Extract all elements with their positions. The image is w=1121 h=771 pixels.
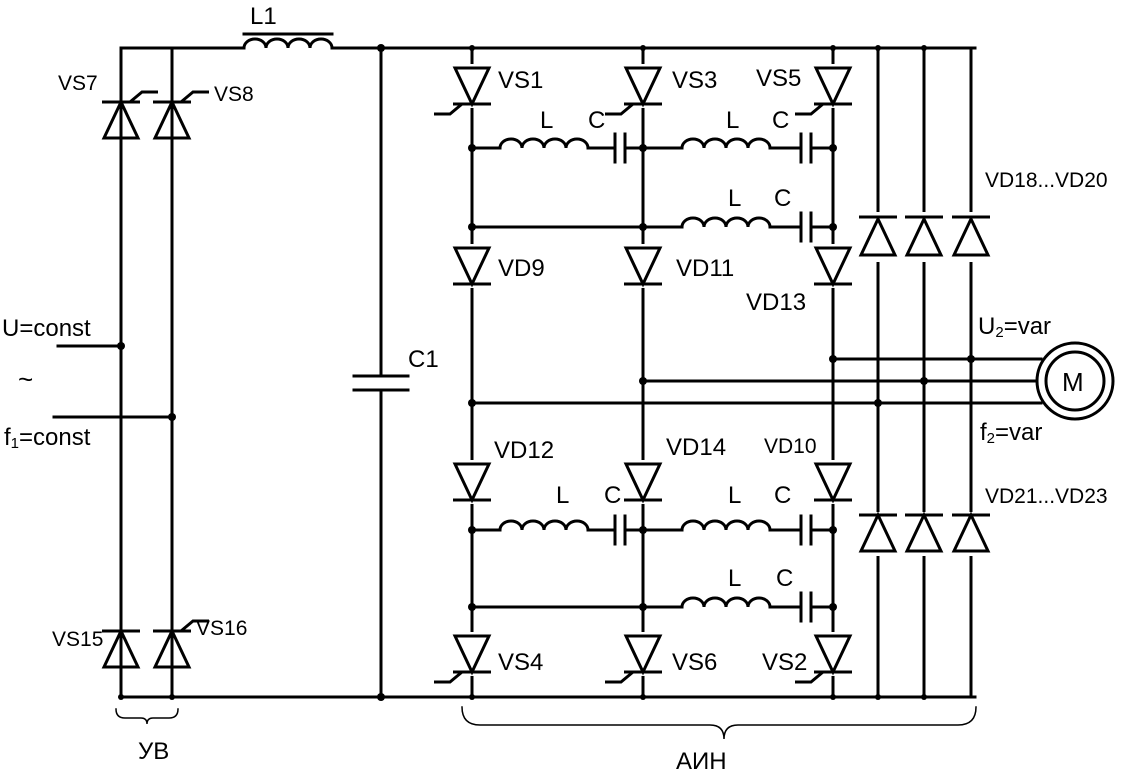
diode-VD10	[813, 462, 853, 504]
thyristor-VS3	[605, 66, 663, 116]
label-VS15: VS15	[52, 628, 103, 651]
diode-VD18	[858, 215, 898, 257]
label-VD21-VD23: VD21...VD23	[985, 485, 1108, 508]
label-C-upper-2: C	[772, 107, 789, 134]
thyristor-VS6	[605, 634, 663, 684]
brace-ain	[461, 706, 977, 740]
thyristor-VS7	[101, 90, 158, 140]
label-motor: M	[1062, 367, 1084, 397]
thyristor-VS16	[152, 619, 209, 669]
inverter-ain: VS1 VS3 VS5 VD9 VD11 VD13 VD12 VD14 VD10…	[434, 45, 977, 771]
label-L-lower-2: L	[728, 482, 741, 509]
label-C-lower-3: C	[776, 565, 793, 592]
label-ac-symbol: ~	[18, 364, 33, 394]
label-L-upper-3: L	[728, 185, 741, 212]
label-VS7: VS7	[58, 72, 98, 95]
label-VD10: VD10	[764, 435, 817, 458]
diode-VD22	[904, 511, 944, 553]
diode-VD11	[623, 246, 663, 288]
capacitor-C1: C1	[352, 44, 439, 701]
label-u-const: U=const	[2, 315, 91, 342]
output-phases	[468, 355, 1043, 407]
diode-VD21	[858, 511, 898, 553]
diode-VD12	[452, 462, 492, 504]
label-VD9: VD9	[498, 255, 545, 282]
diode-VD23	[951, 511, 991, 553]
thyristor-VS1	[434, 66, 492, 116]
label-VS2: VS2	[762, 649, 807, 676]
label-C-lower-1: C	[604, 482, 621, 509]
label-VS4: VS4	[498, 649, 543, 676]
label-f2-var: f2=var	[980, 419, 1042, 447]
diode-VD20	[951, 215, 991, 257]
label-VS3: VS3	[672, 67, 717, 94]
label-VS16: VS16	[196, 617, 247, 640]
label-UB: УВ	[138, 738, 169, 765]
label-L1: L1	[250, 3, 277, 30]
label-u2-var: U2=var	[978, 313, 1051, 341]
thyristor-VS15	[101, 627, 141, 669]
label-VS1: VS1	[498, 67, 543, 94]
thyristor-VS2	[795, 634, 853, 684]
label-L-lower-1: L	[556, 482, 569, 509]
label-C-upper-1: C	[588, 107, 605, 134]
label-VS8: VS8	[214, 83, 254, 106]
diode-VD13	[813, 246, 853, 288]
label-VD12: VD12	[494, 437, 554, 464]
lc-branch-lower-3	[470, 591, 835, 623]
label-VD11: VD11	[676, 255, 734, 282]
label-VD14: VD14	[666, 434, 726, 461]
diode-VD14	[623, 462, 663, 504]
lc-branch-upper-2	[641, 132, 835, 164]
thyristor-VS8	[152, 90, 209, 140]
label-f1-const: f1=const	[4, 424, 91, 452]
label-C1: C1	[408, 346, 439, 373]
label-AIN: АИН	[676, 748, 727, 771]
rectifier-uv: VS7 VS8 VS15 VS16 L1 U=const ~ f1=const …	[2, 3, 977, 765]
label-L-upper-2: L	[726, 107, 739, 134]
inductor-L1	[242, 32, 334, 50]
lc-branch-lower-2	[641, 514, 835, 546]
label-L-upper-1: L	[540, 107, 553, 134]
lc-branch-lower-1	[470, 514, 645, 546]
feedback-diodes: VD18...VD20 VD21...VD23	[856, 45, 1108, 700]
label-VD18-VD20: VD18...VD20	[985, 169, 1108, 192]
label-L-lower-3: L	[728, 565, 741, 592]
label-VS6: VS6	[672, 649, 717, 676]
motor-M: M	[1035, 341, 1115, 421]
label-C-lower-2: C	[774, 482, 791, 509]
diode-VD19	[904, 215, 944, 257]
label-C-upper-3: C	[774, 185, 791, 212]
label-VS5: VS5	[756, 65, 801, 92]
label-VD13: VD13	[746, 289, 806, 316]
thyristor-VS5	[795, 66, 853, 116]
lc-branch-upper-3	[470, 211, 835, 243]
lc-branch-upper-1	[470, 132, 645, 164]
thyristor-VS4	[434, 634, 492, 684]
brace-uv	[115, 708, 179, 725]
diode-VD9	[452, 246, 492, 288]
